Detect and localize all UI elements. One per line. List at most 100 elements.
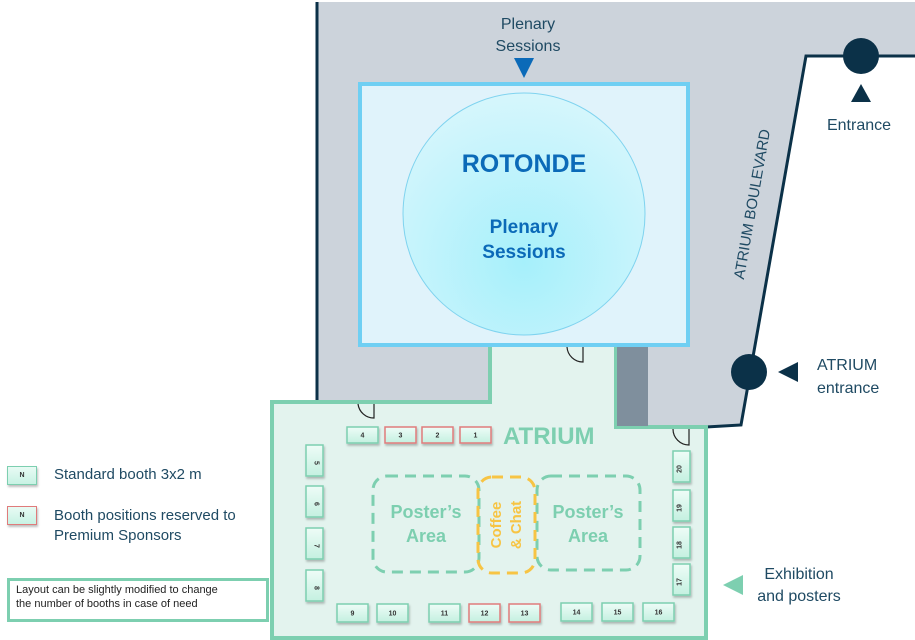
- booth-number: 7: [313, 544, 320, 548]
- booth-number: 1: [474, 433, 478, 440]
- standard-booth-box[interactable]: [346, 426, 379, 444]
- legend-premium-swatch: N: [7, 506, 37, 525]
- booth-number: 12: [481, 611, 489, 618]
- door-icon: [672, 428, 690, 446]
- booth-17[interactable]: 17: [672, 563, 691, 596]
- atrium-entrance-label: ATRIUM: [817, 357, 877, 374]
- booth-8[interactable]: 8: [305, 569, 324, 602]
- poster-area-right[interactable]: [535, 474, 642, 572]
- atrium-area[interactable]: [270, 343, 708, 640]
- booth-number: 8: [313, 586, 320, 590]
- coffee-chat-area[interactable]: [476, 475, 537, 575]
- atrium-entrance-label: entrance: [817, 380, 879, 397]
- exhibition-label: and posters: [757, 588, 841, 605]
- booth-number: 13: [521, 611, 529, 618]
- booth-number: 2: [436, 433, 440, 440]
- plenary-label: Sessions: [496, 38, 561, 55]
- layout-note-line: the number of booths in case of need: [16, 598, 198, 610]
- booth-14[interactable]: 14: [560, 602, 593, 622]
- booth-15[interactable]: 15: [601, 602, 634, 622]
- booth-number: 20: [677, 465, 684, 473]
- booth-number: 16: [655, 610, 663, 617]
- premium-booth-box[interactable]: [384, 426, 417, 444]
- premium-booth-box[interactable]: [508, 603, 541, 623]
- standard-booth-box[interactable]: [672, 450, 691, 483]
- rotonde-subtitle: Plenary: [490, 217, 559, 238]
- standard-booth-box[interactable]: [672, 526, 691, 559]
- standard-booth-box[interactable]: [672, 563, 691, 596]
- premium-booth-box[interactable]: [421, 426, 454, 444]
- booth-18[interactable]: 18: [672, 526, 691, 559]
- entrance-arrow-icon: [851, 84, 871, 102]
- standard-booth-box[interactable]: [642, 602, 675, 622]
- booth-number: 19: [677, 504, 684, 512]
- booth-13[interactable]: 13: [508, 603, 541, 623]
- booth-number: 17: [677, 578, 684, 586]
- entrance-label: Entrance: [827, 117, 891, 134]
- exhibition-arrow-icon: [723, 575, 743, 595]
- booth-number: 9: [351, 611, 355, 618]
- standard-booth-box[interactable]: [560, 602, 593, 622]
- booth-number: 11: [441, 611, 449, 618]
- booth-number: 3: [399, 433, 403, 440]
- booth-5[interactable]: 5: [305, 444, 324, 477]
- booth-11[interactable]: 11: [428, 603, 461, 623]
- legend-premium-line: Premium Sponsors: [54, 527, 182, 544]
- rotonde-subtitle: Sessions: [482, 242, 565, 263]
- booth-number: 6: [313, 502, 320, 506]
- legend-premium-line: Booth positions reserved to: [54, 507, 236, 524]
- booth-number: 10: [389, 611, 397, 618]
- door-icon: [566, 346, 584, 363]
- booth-20[interactable]: 20: [672, 450, 691, 483]
- booth-1[interactable]: 1: [459, 426, 492, 444]
- booth-12[interactable]: 12: [468, 603, 501, 623]
- standard-booth-box[interactable]: [428, 603, 461, 623]
- standard-booth-box[interactable]: [305, 527, 324, 560]
- booth-number: 14: [573, 610, 581, 617]
- poster-right-label: Area: [568, 526, 609, 546]
- booth-number: 5: [313, 461, 320, 465]
- poster-right-label: Poster’s: [552, 502, 623, 522]
- legend-premium-label: Booth positions reserved to Premium Spon…: [54, 506, 236, 546]
- booth-number: 18: [677, 541, 684, 549]
- coffee-label: Coffee: [488, 502, 505, 549]
- rotonde-title: ROTONDE: [462, 150, 587, 178]
- poster-left-label: Poster’s: [390, 502, 461, 522]
- legend-standard-label: Standard booth 3x2 m: [54, 466, 202, 483]
- atrium-entrance-arrow-icon: [778, 362, 798, 382]
- coffee-label: & Chat: [508, 501, 525, 549]
- door-icon: [357, 403, 375, 419]
- standard-booth-box[interactable]: [601, 602, 634, 622]
- legend-standard-swatch: N: [7, 466, 37, 485]
- standard-booth-box[interactable]: [305, 569, 324, 602]
- plenary-label: Plenary: [501, 16, 555, 33]
- standard-booth-box[interactable]: [305, 485, 324, 518]
- booth-number: 15: [614, 610, 622, 617]
- booth-19[interactable]: 19: [672, 489, 691, 522]
- layout-note-line: Layout can be slightly modified to chang…: [16, 584, 218, 596]
- booth-16[interactable]: 16: [642, 602, 675, 622]
- premium-booth-box[interactable]: [468, 603, 501, 623]
- standard-booth-box[interactable]: [376, 603, 409, 623]
- standard-booth-box[interactable]: [305, 444, 324, 477]
- booth-6[interactable]: 6: [305, 485, 324, 518]
- rotonde-circle[interactable]: [402, 92, 646, 336]
- premium-booth-box[interactable]: [459, 426, 492, 444]
- entrance-marker[interactable]: [843, 38, 879, 74]
- booth-7[interactable]: 7: [305, 527, 324, 560]
- exhibition-label: Exhibition: [764, 566, 833, 583]
- booth-4[interactable]: 4: [346, 426, 379, 444]
- atrium-title: ATRIUM: [503, 423, 595, 450]
- booth-10[interactable]: 10: [376, 603, 409, 623]
- atrium-entrance-marker[interactable]: [731, 354, 767, 390]
- booth-9[interactable]: 9: [336, 603, 369, 623]
- booth-number: 4: [361, 433, 365, 440]
- standard-booth-box[interactable]: [672, 489, 691, 522]
- standard-booth-box[interactable]: [336, 603, 369, 623]
- booth-3[interactable]: 3: [384, 426, 417, 444]
- plenary-arrow-icon: [514, 58, 534, 78]
- layout-note: Layout can be slightly modified to chang…: [7, 578, 269, 622]
- booth-2[interactable]: 2: [421, 426, 454, 444]
